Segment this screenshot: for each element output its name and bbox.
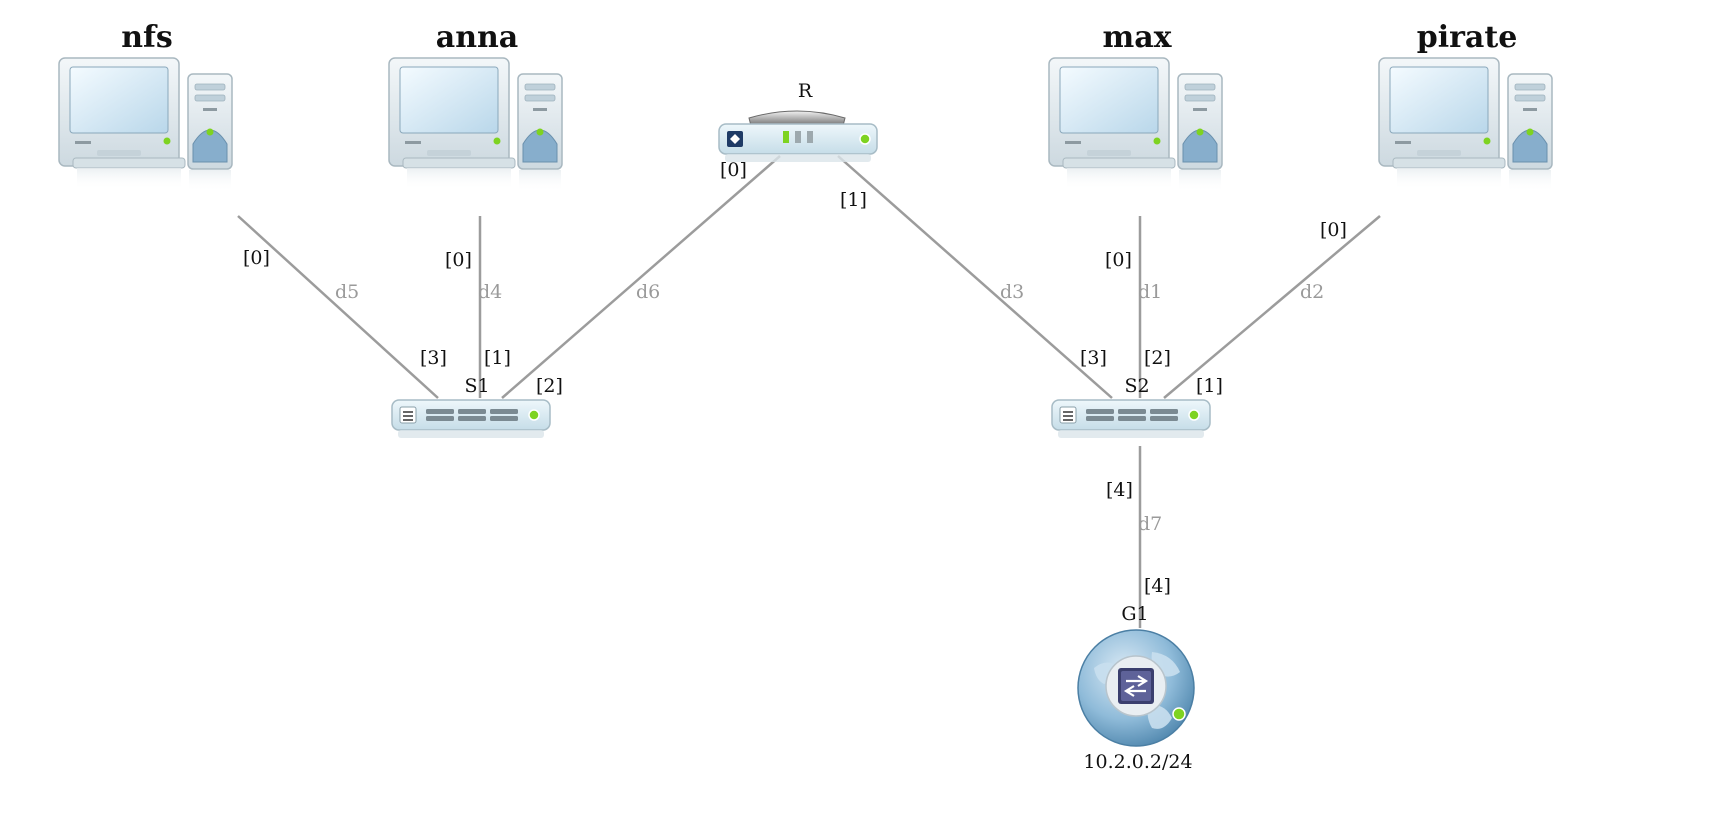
- port-label: [4]: [1144, 575, 1171, 597]
- host-anna[interactable]: anna: [388, 20, 563, 193]
- link-labels: d5 d4 d6 d3 d1 d2 d7: [335, 281, 1324, 535]
- cable-d3[interactable]: [837, 155, 1113, 399]
- cables: [237, 155, 1381, 628]
- link-label-d5: d5: [335, 281, 359, 303]
- desktop-computer-icon: [58, 57, 233, 193]
- switch1-name: S1: [464, 375, 489, 397]
- network-switch-icon: [1051, 399, 1211, 439]
- link-label-d7: d7: [1138, 513, 1162, 535]
- router-icon: [718, 110, 878, 163]
- link-label-d1: d1: [1138, 281, 1162, 303]
- host-name-pirate: pirate: [1417, 20, 1518, 55]
- network-switch-icon: [391, 399, 551, 439]
- switch2-name: S2: [1124, 375, 1149, 397]
- router-name: R: [798, 80, 813, 102]
- desktop-computer-icon: [388, 57, 563, 193]
- port-label: [3]: [420, 347, 447, 369]
- gateway-globe-icon: [1076, 628, 1196, 748]
- link-label-d3: d3: [1000, 281, 1024, 303]
- host-name-max: max: [1102, 20, 1172, 55]
- desktop-computer-icon: [1048, 57, 1223, 193]
- port-label: [2]: [536, 375, 563, 397]
- switch-s2[interactable]: S2: [1051, 375, 1211, 439]
- port-label: [1]: [484, 347, 511, 369]
- cable-d5[interactable]: [237, 215, 439, 399]
- port-label: [4]: [1106, 479, 1133, 501]
- gateway-g1[interactable]: G1 10.2.0.2/24: [1076, 603, 1196, 773]
- cable-d6[interactable]: [501, 155, 781, 399]
- port-label: [0]: [1105, 249, 1132, 271]
- desktop-computer-icon: [1378, 57, 1553, 193]
- port-label: [1]: [840, 189, 867, 211]
- port-label: [0]: [445, 249, 472, 271]
- router-r[interactable]: R: [718, 80, 878, 163]
- gateway-name: G1: [1121, 603, 1148, 625]
- port-label: [0]: [243, 247, 270, 269]
- link-label-d2: d2: [1300, 281, 1324, 303]
- port-label: [3]: [1080, 347, 1107, 369]
- port-label: [2]: [1144, 347, 1171, 369]
- port-label: [1]: [1196, 375, 1223, 397]
- host-max[interactable]: max: [1048, 20, 1223, 193]
- switch-s1[interactable]: S1: [391, 375, 551, 439]
- host-nfs[interactable]: nfs: [58, 20, 233, 193]
- port-labels: [0] [0] [0] [1] [0] [0] [3] [1] [2] [3] …: [243, 159, 1347, 597]
- port-label: [0]: [720, 159, 747, 181]
- cable-d2[interactable]: [1163, 215, 1381, 399]
- host-pirate[interactable]: pirate: [1378, 20, 1553, 193]
- link-label-d4: d4: [478, 281, 502, 303]
- link-label-d6: d6: [636, 281, 660, 303]
- host-name-anna: anna: [436, 20, 519, 55]
- host-name-nfs: nfs: [121, 20, 173, 55]
- gateway-address: 10.2.0.2/24: [1083, 751, 1192, 773]
- port-label: [0]: [1320, 219, 1347, 241]
